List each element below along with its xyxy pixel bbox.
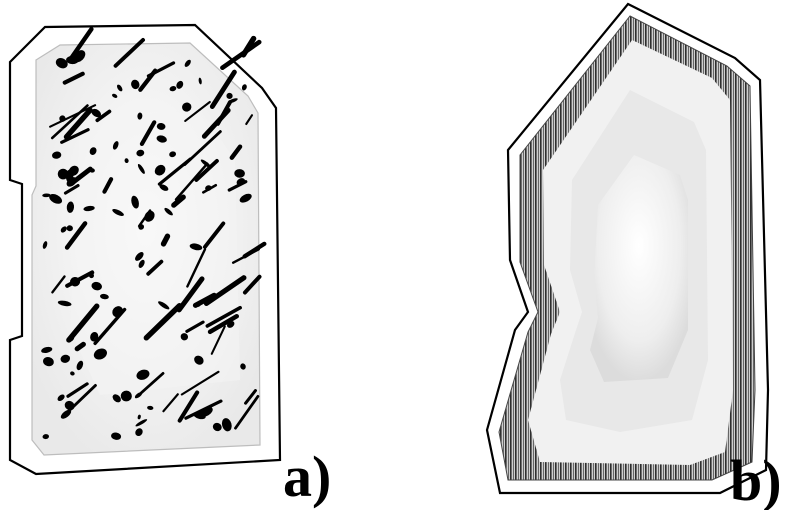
panel-a: a) (10, 25, 331, 509)
panel-b-label: b) (730, 448, 782, 510)
panel-b: b) (487, 4, 782, 510)
panel-a-label: a) (283, 444, 331, 509)
